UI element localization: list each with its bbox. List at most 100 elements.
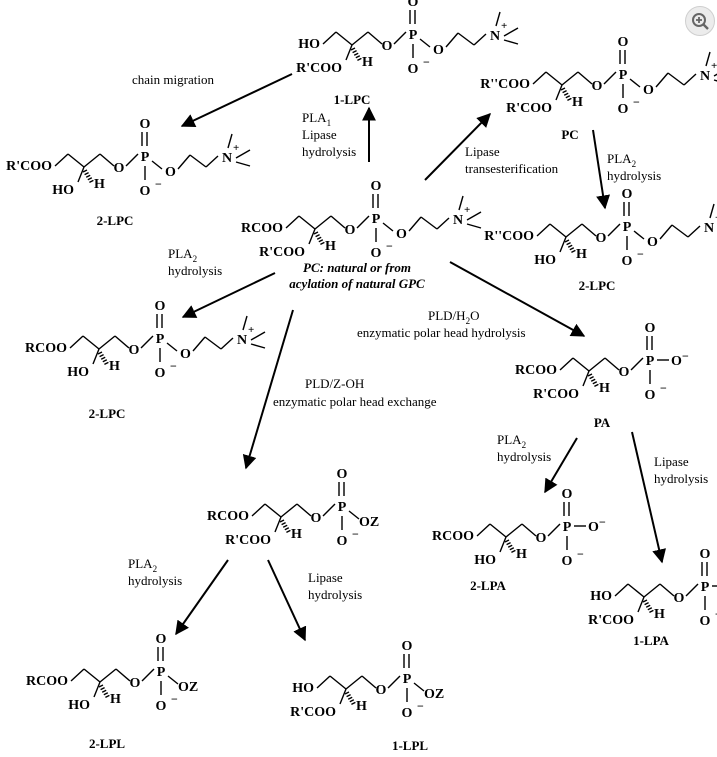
bond xyxy=(114,335,130,349)
bond xyxy=(549,223,567,238)
stereo-bond xyxy=(89,179,94,184)
stereo-bond xyxy=(511,549,516,554)
atom-label: O xyxy=(114,161,125,176)
bond xyxy=(125,153,139,167)
atom-label: R'COO xyxy=(296,61,342,76)
label-pla1-hydrolysis: hydrolysis xyxy=(302,144,356,159)
atom-label: O xyxy=(402,706,413,721)
stereo-bond xyxy=(87,177,93,181)
atom-label: O xyxy=(396,227,407,242)
molecule-caption: 2-LPC xyxy=(97,213,134,228)
stereo-bond xyxy=(105,694,110,699)
bond xyxy=(242,315,248,331)
bond xyxy=(115,668,131,682)
molecule-caption: 2-LPC xyxy=(89,406,126,421)
bond xyxy=(314,215,332,230)
atom-label: P xyxy=(619,68,628,83)
bond xyxy=(659,583,675,597)
atom-label: P xyxy=(623,220,632,235)
atom-label: HO xyxy=(534,253,556,268)
bond xyxy=(536,223,551,237)
stereo-bond xyxy=(357,57,362,62)
atom-label: H xyxy=(109,359,120,374)
bond xyxy=(92,348,100,365)
atom-label: N xyxy=(453,213,463,228)
molecule-caption: PC xyxy=(561,127,578,142)
bond xyxy=(683,73,697,86)
atom-label: O xyxy=(376,683,387,698)
bond xyxy=(705,51,711,67)
bond xyxy=(140,335,154,349)
label-chain-migration: chain migration xyxy=(132,72,214,87)
stereo-bond xyxy=(509,547,515,551)
molecule-caption: 1-LPC xyxy=(334,92,371,107)
bond xyxy=(581,223,597,237)
stereo-bond xyxy=(592,381,598,385)
stereo-bond xyxy=(560,87,566,91)
molecule-caption: 1-LPA xyxy=(633,633,669,648)
stereo-bond xyxy=(284,527,290,531)
bond xyxy=(151,160,163,170)
atom-label: O xyxy=(371,246,382,261)
stereo-bond xyxy=(103,692,109,696)
atom-label: O xyxy=(140,117,151,132)
atom-label: O xyxy=(588,520,599,535)
bond xyxy=(408,216,422,232)
atom-label: OZ xyxy=(424,687,444,702)
stereo-bond xyxy=(507,544,513,548)
charge-label: + xyxy=(715,212,717,224)
bond xyxy=(637,596,645,613)
bond xyxy=(505,523,523,538)
bond xyxy=(356,215,370,229)
atom-label: O xyxy=(645,388,656,403)
atom-label: H xyxy=(654,607,665,622)
bond xyxy=(69,335,84,349)
atom-label: O xyxy=(155,299,166,314)
atom-label: O xyxy=(645,321,656,336)
arrow-lipase-transesterification xyxy=(424,113,491,181)
bond xyxy=(614,583,629,597)
molecule-caption: 2-LPA xyxy=(470,578,506,593)
stereo-bond xyxy=(316,236,322,240)
atom-label: RCOO xyxy=(515,363,557,378)
molecule-caption: 2-LPC xyxy=(579,278,616,293)
bond xyxy=(466,211,482,221)
bond xyxy=(503,39,519,45)
bond xyxy=(709,203,715,219)
arrow-lipase-lpl xyxy=(267,559,307,642)
atom-label: O xyxy=(337,534,348,549)
atom-label: O xyxy=(382,39,393,54)
bond xyxy=(274,516,282,533)
bond xyxy=(436,217,450,230)
bond xyxy=(713,79,717,82)
bond xyxy=(296,503,312,517)
bond xyxy=(685,583,699,597)
stereo-bond xyxy=(313,231,319,235)
charge-label: + xyxy=(248,324,254,336)
bond xyxy=(83,668,101,683)
atom-label: H xyxy=(110,692,121,707)
charge-label: − xyxy=(660,381,667,395)
label-lipase-pa: Lipase xyxy=(654,454,689,469)
atom-label: O xyxy=(643,83,654,98)
atom-label: O xyxy=(592,79,603,94)
stereo-bond xyxy=(318,239,324,243)
bond xyxy=(466,223,482,229)
atom-label: H xyxy=(325,239,336,254)
bond xyxy=(555,84,563,101)
molecule-caption: 1-LPL xyxy=(392,738,428,753)
bond xyxy=(547,523,561,537)
bond xyxy=(387,675,401,689)
stereo-bond xyxy=(281,521,286,526)
stereo-bond xyxy=(506,541,511,546)
stereo-bond xyxy=(353,52,359,56)
stereo-bond xyxy=(315,233,320,238)
zoom-in-button[interactable] xyxy=(685,6,715,36)
bond xyxy=(607,223,621,237)
atom-label: R''COO xyxy=(484,229,534,244)
